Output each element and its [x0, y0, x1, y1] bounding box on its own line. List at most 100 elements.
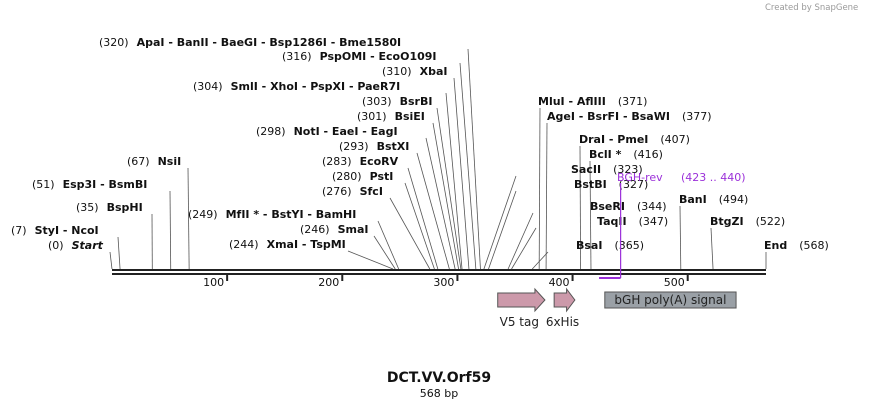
enzyme-name: BsrBI: [400, 95, 433, 108]
enzyme-name: BseRI: [590, 200, 625, 213]
site-position: (304): [193, 80, 223, 93]
site-label: DraI - PmeI(407): [579, 133, 690, 146]
enzyme-name: Esp3I - BsmBI: [63, 178, 148, 191]
backbone-line-top: [112, 269, 766, 271]
site-position: (310): [382, 65, 412, 78]
enzyme-name: TaqII: [597, 215, 627, 228]
ruler-tick-label: 300: [433, 276, 454, 289]
site-position: (371): [618, 95, 648, 108]
site-leader-line: [404, 182, 435, 270]
feature-arrow: [497, 287, 546, 313]
enzyme-name: End: [764, 239, 787, 252]
sequence-length: 568 bp: [420, 387, 458, 400]
site-leader-line: [710, 227, 714, 270]
site-label: TaqII(347): [597, 215, 668, 228]
site-label: BanI(494): [679, 193, 748, 206]
site-position: (344): [637, 200, 667, 213]
site-label: (280) PstI: [332, 170, 393, 183]
site-leader-line: [436, 107, 462, 270]
site-label: (283)EcoRV: [322, 155, 399, 168]
enzyme-name: SmlI - XhoI - PspXI - PaeR7I: [231, 80, 401, 93]
site-position: (244): [229, 238, 259, 251]
site-leader-line: [117, 236, 121, 270]
site-position: (301): [357, 110, 387, 123]
site-leader-line: [538, 107, 541, 270]
enzyme-name: DraI - PmeI: [579, 133, 648, 146]
enzyme-name: BspHI: [107, 201, 143, 214]
site-position: (276): [322, 185, 352, 198]
site-position: (320): [99, 36, 129, 49]
enzyme-name: EcoRV: [360, 155, 399, 168]
site-label: (249) MfII * - BstYI - BamHI: [188, 208, 356, 221]
site-label: End(568): [764, 239, 829, 252]
primer-range: (423 .. 440): [681, 171, 746, 184]
site-leader-line: [579, 145, 582, 270]
site-label: BseRI (344): [590, 200, 667, 213]
site-position: (0): [48, 239, 64, 252]
enzyme-name: XbaI: [420, 65, 448, 78]
site-leader-line: [511, 227, 537, 270]
ruler-tick-label: 500: [664, 276, 685, 289]
enzyme-name: NsiI: [158, 155, 182, 168]
site-leader-line: [389, 197, 431, 270]
site-leader-lines: [109, 48, 767, 270]
site-label: (298)NotI - EaeI - EagI: [256, 125, 398, 138]
site-label: (316)PspOMI - EcoO109I: [282, 50, 437, 63]
site-leader-line: [459, 62, 477, 270]
site-leader-line: [589, 160, 592, 270]
feature-label: V5 tag: [500, 315, 539, 329]
feature-arrow: [553, 287, 576, 313]
primer-name: BGH-rev: [617, 171, 663, 184]
site-label: (51)Esp3I - BsmBI: [32, 178, 147, 191]
enzyme-name: SmaI: [338, 223, 369, 236]
primer-bgh-rev: BGH-rev (423 .. 440): [599, 171, 746, 279]
enzyme-name: BstBI: [574, 178, 607, 191]
enzyme-name: PspOMI - EcoO109I: [320, 50, 437, 63]
site-label: (320)ApaI - BanII - BaeGI - Bsp1286I - B…: [99, 36, 401, 49]
site-leader-line: [377, 220, 400, 270]
site-leader-line: [432, 122, 459, 270]
enzyme-name: BsiEI: [395, 110, 425, 123]
site-position: (280): [332, 170, 362, 183]
enzyme-name: BanI: [679, 193, 707, 206]
enzyme-name: SacII: [571, 163, 601, 176]
site-label: SacII (323): [571, 163, 643, 176]
site-label: (293)BstXI: [339, 140, 409, 153]
site-leader-line: [373, 235, 396, 270]
site-leader-line: [507, 212, 534, 270]
site-label: MluI - AflIII(371): [538, 95, 647, 108]
site-leader-line: [169, 190, 172, 270]
site-leader-line: [545, 122, 548, 270]
enzyme-name: PstI: [370, 170, 394, 183]
enzyme-name: BclI *: [589, 148, 622, 161]
site-leader-line: [347, 250, 394, 270]
sequence-title: DCT.VV.Orf59: [387, 370, 491, 386]
feature-label: bGH poly(A) signal: [614, 293, 726, 307]
site-leader-line: [425, 137, 456, 270]
site-position: (67): [127, 155, 150, 168]
site-position: (293): [339, 140, 369, 153]
enzyme-name: AgeI - BsrFI - BsaWI: [547, 110, 670, 123]
feature-box: [604, 291, 737, 309]
site-label: BtgZI (522): [710, 215, 785, 228]
features: V5 tag 6xHis bGH poly(A) signal: [497, 287, 737, 329]
site-label: (67) NsiI: [127, 155, 181, 168]
site-position: (365): [614, 239, 644, 252]
ruler-tick-label: 200: [318, 276, 339, 289]
enzyme-name: Start: [72, 239, 104, 252]
site-label: (276)SfcI: [322, 185, 383, 198]
site-position: (7): [11, 224, 27, 237]
enzyme-name: MfII * - BstYI - BamHI: [226, 208, 357, 221]
site-position: (323): [613, 163, 643, 176]
site-leader-line: [453, 77, 470, 270]
site-leader-line: [416, 152, 450, 270]
enzyme-name: BtgZI: [710, 215, 744, 228]
site-label: (301) BsiEI: [357, 110, 425, 123]
site-position: (35): [76, 201, 99, 214]
feature-label: 6xHis: [546, 315, 579, 329]
site-label: (0) Start: [48, 239, 104, 252]
site-position: (303): [362, 95, 392, 108]
site-position: (249): [188, 208, 218, 221]
site-position: (522): [756, 215, 786, 228]
